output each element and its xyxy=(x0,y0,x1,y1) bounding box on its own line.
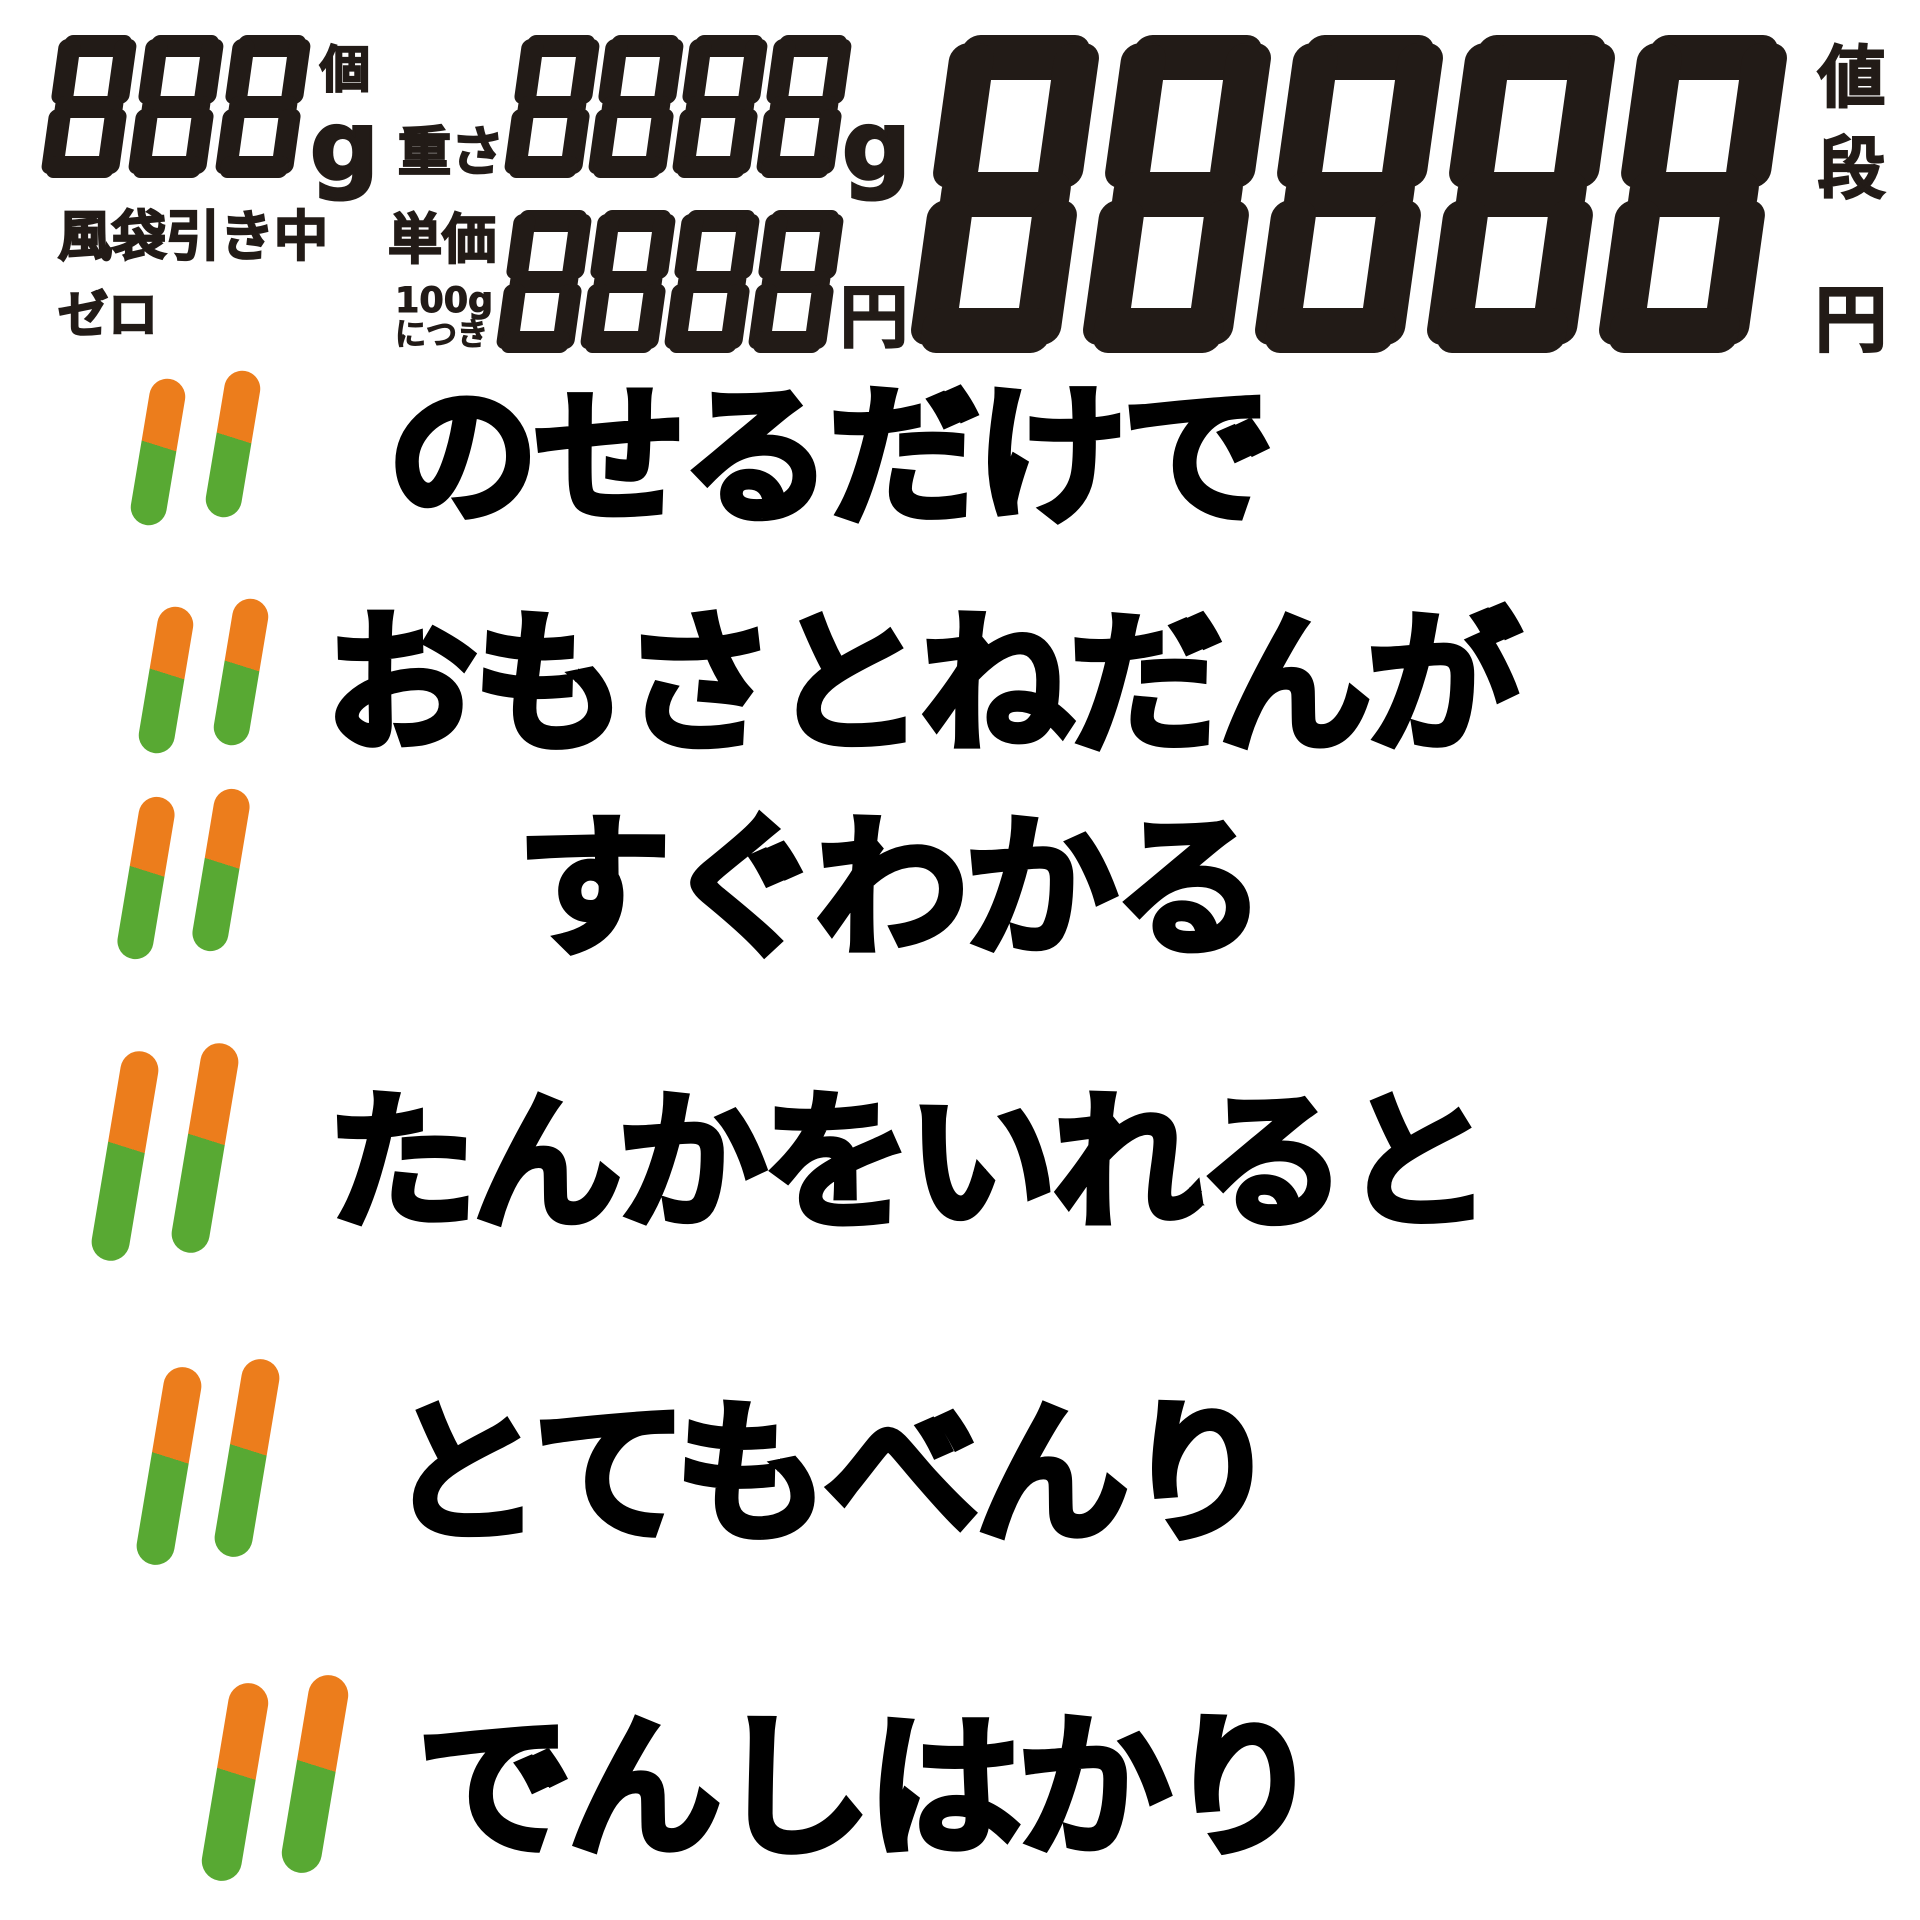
legend-row-text: のせるだけで xyxy=(384,369,1276,548)
bullet-bar-icon xyxy=(88,1048,162,1264)
seven-segment-digit xyxy=(1252,35,1447,353)
segment xyxy=(224,38,256,104)
weight-seven-segment-display xyxy=(503,35,853,178)
weight-label: 重さ xyxy=(397,122,505,183)
bullet-bar-icon xyxy=(211,596,271,748)
bullet-bar-icon xyxy=(211,1356,283,1560)
segment xyxy=(1102,42,1169,188)
segment xyxy=(219,156,290,178)
segment xyxy=(137,38,169,104)
seven-segment-digit xyxy=(495,210,593,353)
bullet-bar-icon xyxy=(278,1672,352,1876)
segment xyxy=(1446,42,1513,188)
segment xyxy=(597,38,629,104)
segment xyxy=(765,38,797,104)
seven-segment-digit xyxy=(579,210,677,353)
legend-row-text: すぐわかる xyxy=(515,798,1270,980)
segment xyxy=(592,156,663,178)
seven-segment-digit xyxy=(214,35,312,178)
legend-row-text: たんかをいれると xyxy=(324,1074,1494,1251)
bullet-bar-icon xyxy=(168,1040,242,1256)
segment xyxy=(676,156,747,178)
segment xyxy=(1274,42,1341,188)
unit-price-label: 単価 xyxy=(387,208,497,271)
segment xyxy=(132,156,203,178)
segment xyxy=(760,156,831,178)
seven-segment-digit xyxy=(1596,35,1791,353)
segment xyxy=(757,213,789,279)
seven-segment-digit xyxy=(503,35,601,178)
segment xyxy=(752,331,823,353)
legend-row-text: でんしはかり xyxy=(415,1698,1325,1881)
bullet-bar-icon xyxy=(198,1680,272,1884)
segment xyxy=(1090,308,1226,353)
bullet-bar-icon xyxy=(136,604,196,756)
seven-segment-digit xyxy=(671,35,769,178)
unit-price-yen-label: 円 xyxy=(839,279,909,358)
seven-segment-digit xyxy=(755,35,853,178)
segment xyxy=(673,213,705,279)
segment xyxy=(930,42,997,188)
bullet-bar-icon xyxy=(133,1364,205,1568)
unit-price-per-suffix-label: につき xyxy=(395,317,489,353)
zero-status-label: ゼロ xyxy=(57,286,159,344)
count-unit-gram-label: g xyxy=(309,90,381,202)
seven-segment-digit xyxy=(1424,35,1619,353)
segment xyxy=(508,156,579,178)
seven-segment-digit xyxy=(1080,35,1275,353)
weight-unit-gram-label: g xyxy=(841,90,913,202)
segment xyxy=(513,38,545,104)
unit-price-seven-segment-display xyxy=(495,210,845,353)
segment xyxy=(584,331,655,353)
bullet-bar-icon xyxy=(128,376,188,528)
unit-price-per-100g-label: 100g xyxy=(394,281,494,321)
segment xyxy=(500,331,571,353)
seven-segment-digit xyxy=(908,35,1103,353)
segment xyxy=(589,213,621,279)
seven-segment-digit xyxy=(747,210,845,353)
bullet-bar-icon xyxy=(114,794,178,962)
seven-segment-digit xyxy=(587,35,685,178)
bullet-bar-icon xyxy=(203,368,263,520)
segment xyxy=(681,38,713,104)
legend-row-text: おもさとねだんが xyxy=(322,594,1524,776)
seven-segment-digit xyxy=(127,35,225,178)
segment xyxy=(45,156,116,178)
seven-segment-digit xyxy=(663,210,761,353)
legend-row-text: とてもべんり xyxy=(384,1384,1281,1567)
segment xyxy=(50,38,82,104)
count-seven-segment-display xyxy=(40,35,312,178)
count-unit-piece-label: 個 xyxy=(319,41,371,99)
price-yen-label: 円 xyxy=(1814,278,1888,362)
segment xyxy=(1618,42,1685,188)
seven-segment-digit xyxy=(40,35,138,178)
price-label-vertical: 値段 xyxy=(1806,41,1886,225)
segment xyxy=(505,213,537,279)
segment xyxy=(1434,308,1570,353)
bullet-bar-icon xyxy=(189,786,253,954)
price-seven-segment-display xyxy=(908,35,1791,353)
segment xyxy=(1262,308,1398,353)
tare-status-label: 風袋引き中 xyxy=(57,205,329,268)
segment xyxy=(918,308,1054,353)
segment xyxy=(1606,308,1742,353)
segment xyxy=(668,331,739,353)
